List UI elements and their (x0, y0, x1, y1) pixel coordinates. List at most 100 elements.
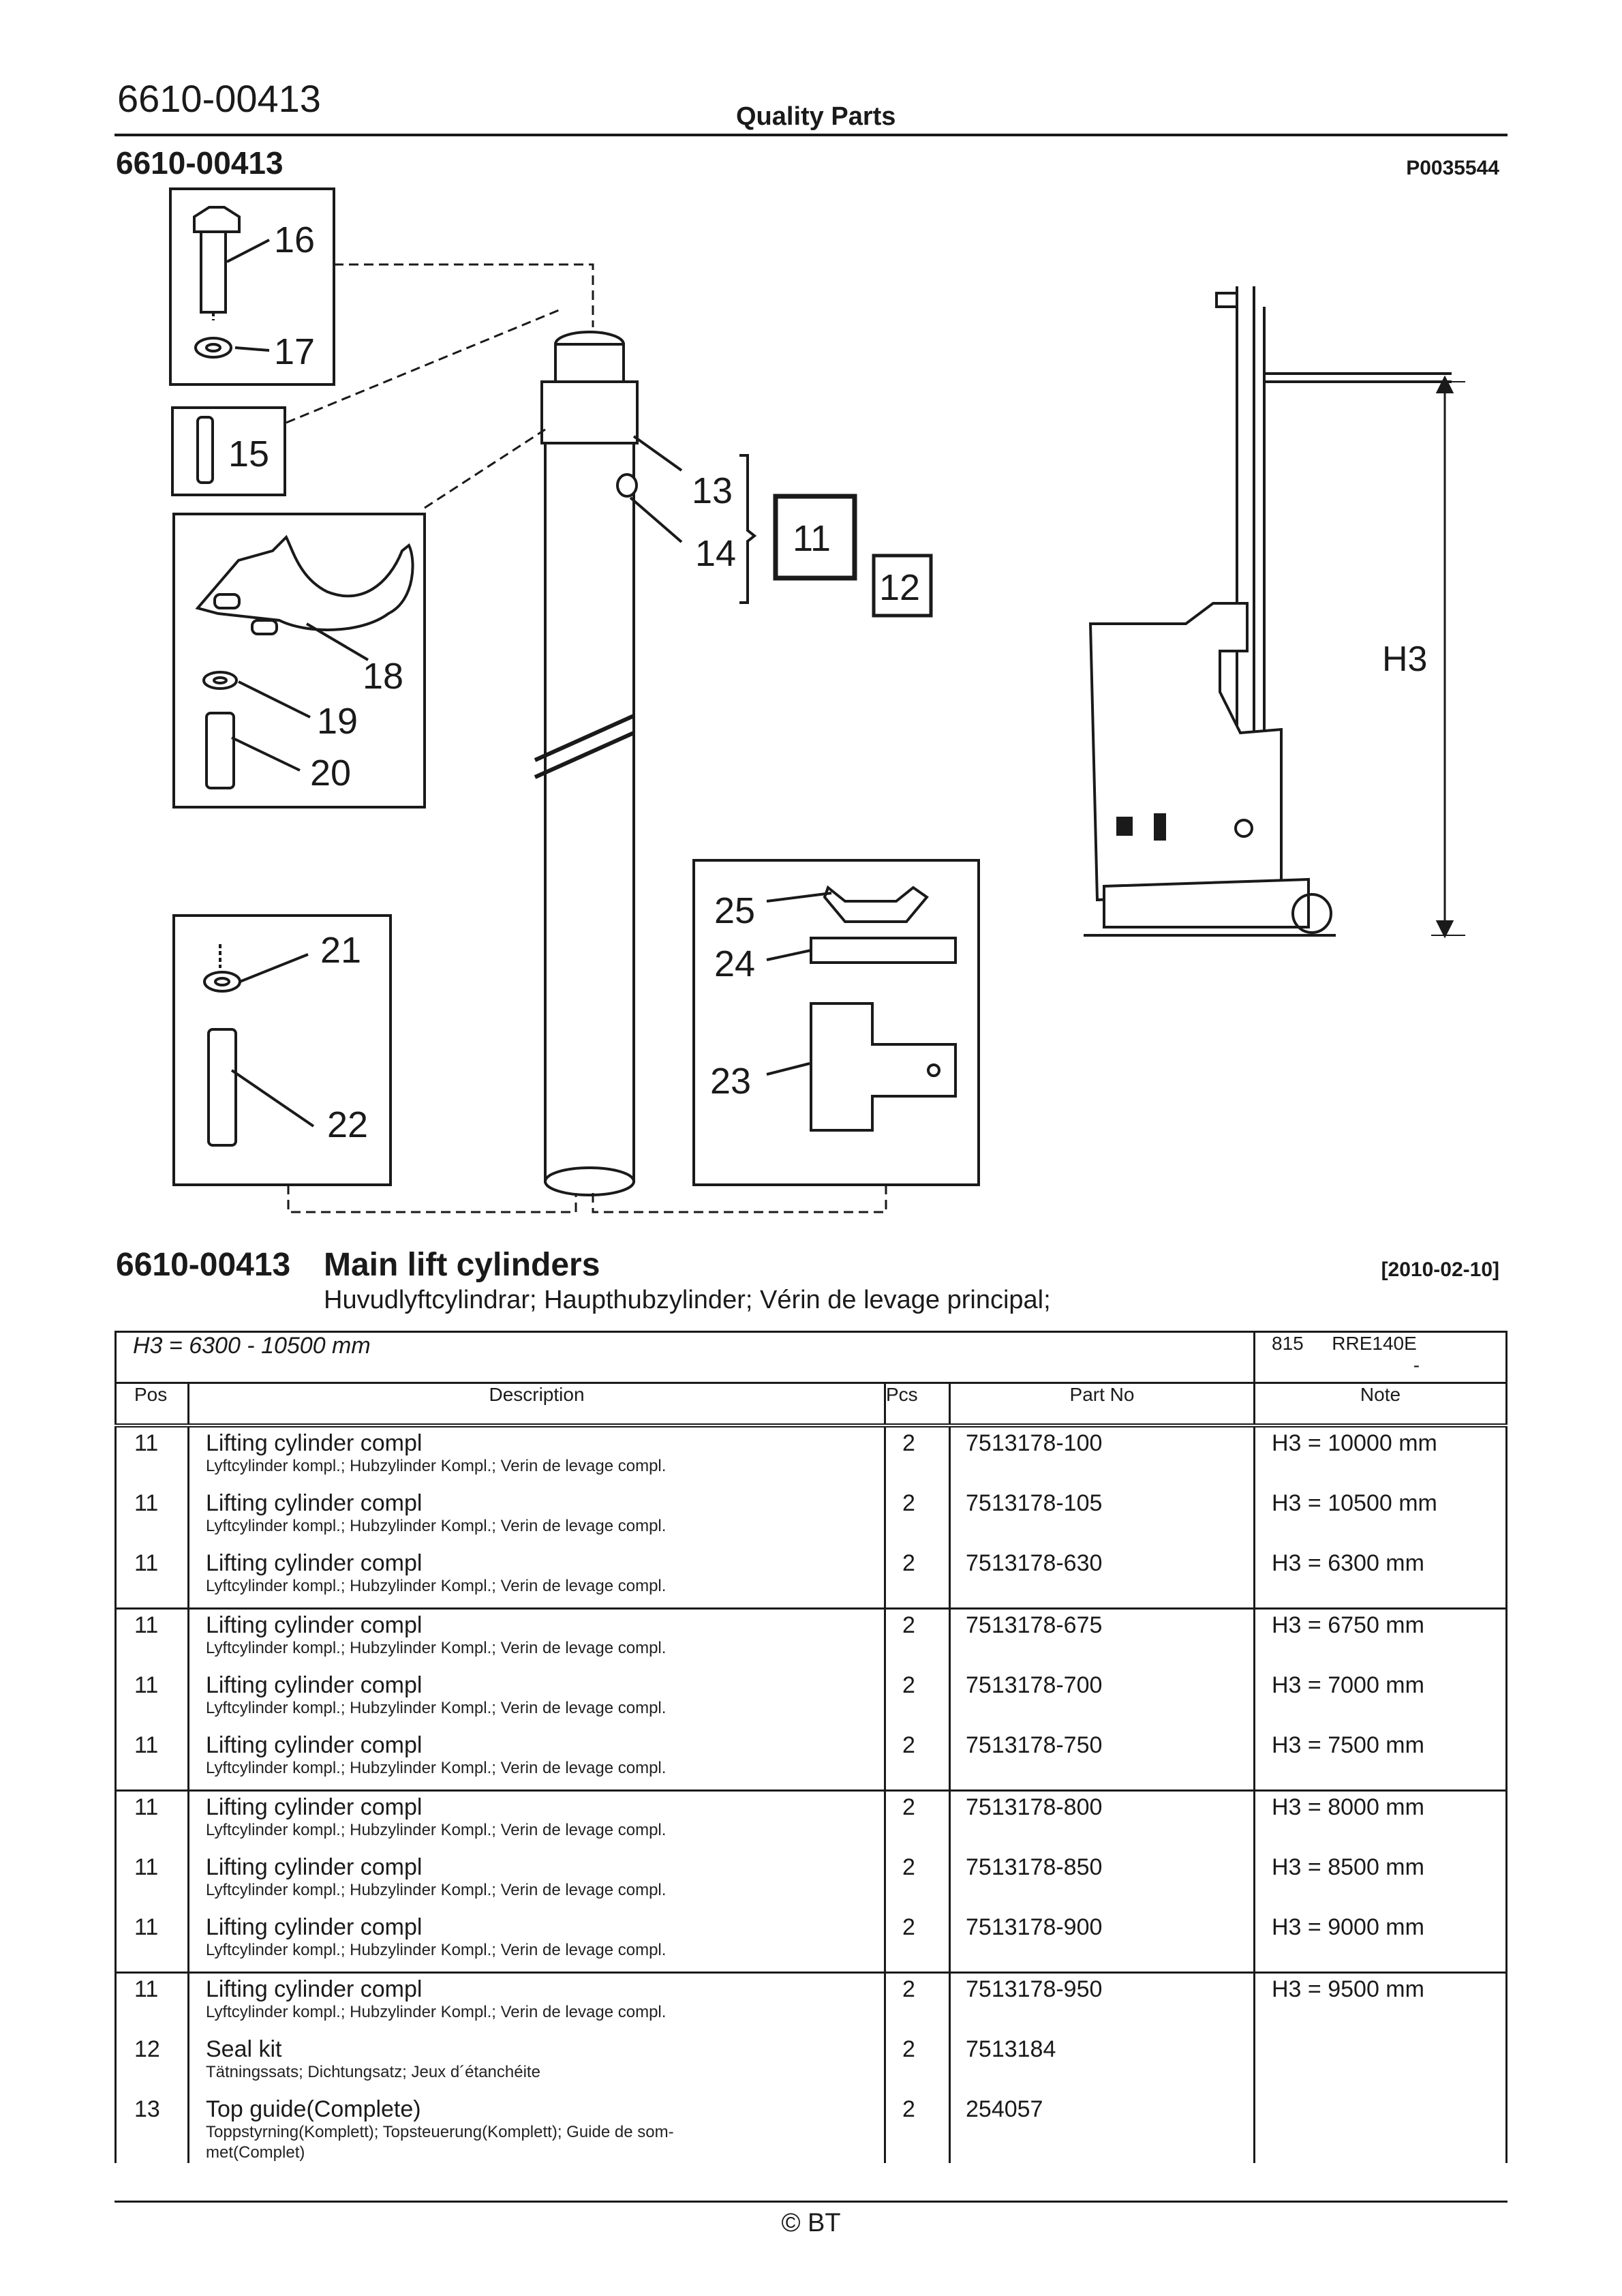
note-value: H3 = 10000 mm (1272, 1430, 1437, 1456)
description-value: Lifting cylinder compl (206, 1732, 423, 1758)
item-12-box (872, 554, 933, 618)
note-value: H3 = 9000 mm (1272, 1914, 1424, 1940)
pcs-value: 2 (902, 1976, 915, 2002)
part-number: 7513178-950 (966, 1976, 1103, 2002)
document-code: 6610-00413 (117, 77, 321, 120)
pcs-value: 2 (902, 2096, 915, 2122)
part-number: 7513178-800 (966, 1794, 1103, 1820)
part-number: 7513178-850 (966, 1854, 1103, 1880)
description-value: Lifting cylinder compl (206, 1914, 423, 1940)
callout-13: 13 (692, 470, 733, 511)
description-translation: Lyftcylinder kompl.; Hubzylinder Kompl.;… (206, 1577, 667, 1595)
callout-17: 17 (274, 331, 315, 372)
description-translation: Lyftcylinder kompl.; Hubzylinder Kompl.;… (206, 1639, 667, 1657)
pos-value: 11 (134, 1430, 159, 1456)
part-number: 7513178-750 (966, 1732, 1103, 1758)
company-label: Quality Parts (736, 102, 896, 131)
description-translation: Lyftcylinder kompl.; Hubzylinder Kompl.;… (206, 1517, 667, 1535)
callout-15: 15 (228, 434, 269, 474)
callout-24: 24 (714, 943, 755, 984)
pcs-value: 2 (902, 1854, 915, 1880)
description-value: Lifting cylinder compl (206, 1672, 423, 1698)
section-translations: Huvudlyftcylindrar; Haupthubzylinder; Vé… (324, 1286, 1051, 1314)
detail-box-bolt (169, 187, 335, 386)
description-translation: Lyftcylinder kompl.; Hubzylinder Kompl.;… (206, 1699, 667, 1717)
model-name: RRE140E (1332, 1333, 1417, 1354)
part-number: 7513178-900 (966, 1914, 1103, 1940)
item-11-box (773, 494, 857, 581)
model-note: - (1413, 1355, 1420, 1376)
description-value: Lifting cylinder compl (206, 1490, 423, 1516)
description-value: Lifting cylinder compl (206, 1612, 423, 1638)
note-value: H3 = 8500 mm (1272, 1854, 1424, 1880)
footer-rule (114, 2201, 1508, 2203)
part-number: 7513178-105 (966, 1490, 1103, 1516)
part-number: 7513184 (966, 2036, 1056, 2062)
detail-box-screw (172, 914, 392, 1186)
exploded-parts-drawing: 16 17 15 13 14 11 12 18 19 20 21 22 25 2… (169, 187, 1465, 1213)
col-part-no: Part No (949, 1383, 1255, 1428)
column-header-row: Pos Description Pcs Part No Note (114, 1383, 1508, 1428)
pos-value: 11 (134, 1490, 159, 1516)
description-translation: Lyftcylinder kompl.; Hubzylinder Kompl.;… (206, 1759, 667, 1777)
pos-value: 11 (134, 1672, 159, 1698)
part-number: 7513178-675 (966, 1612, 1103, 1638)
pos-value: 11 (134, 1794, 159, 1820)
description-translation: Lyftcylinder kompl.; Hubzylinder Kompl.;… (206, 1941, 667, 1959)
pcs-value: 2 (902, 1672, 915, 1698)
pos-value: 11 (134, 1914, 159, 1940)
pos-value: 11 (134, 1550, 159, 1576)
callout-19: 19 (317, 701, 358, 742)
callout-20: 20 (310, 753, 351, 794)
col-note: Note (1253, 1383, 1508, 1428)
description-translation: Tätningssats; Dichtungsatz; Jeux d´étanc… (206, 2063, 540, 2081)
condition-row: H3 = 6300 - 10500 mm 815 RRE140E - (114, 1331, 1508, 1384)
detail-box-plates (692, 859, 980, 1186)
pcs-value: 2 (902, 2036, 915, 2062)
pos-value: 11 (134, 1612, 159, 1638)
description-value: Lifting cylinder compl (206, 1550, 423, 1576)
callout-25: 25 (714, 890, 755, 931)
model-cell: 815 RRE140E - (1253, 1331, 1508, 1384)
pos-value: 12 (134, 2036, 160, 2062)
callout-14: 14 (695, 533, 736, 574)
description-translation: Lyftcylinder kompl.; Hubzylinder Kompl.;… (206, 1457, 667, 1475)
pcs-value: 2 (902, 1550, 915, 1576)
reach-truck-outline (1084, 286, 1465, 939)
col-pos: Pos (114, 1383, 189, 1428)
note-value: H3 = 7000 mm (1272, 1672, 1424, 1698)
part-number: 7513178-700 (966, 1672, 1103, 1698)
header-rule (114, 134, 1508, 136)
pcs-value: 2 (902, 1612, 915, 1638)
pcs-value: 2 (902, 1914, 915, 1940)
description-translation: Toppstyrning(Komplett); Topsteuerung(Kom… (206, 2123, 674, 2162)
pcs-value: 2 (902, 1490, 915, 1516)
section-title: Main lift cylinders (324, 1247, 600, 1283)
note-value: H3 = 6300 mm (1272, 1550, 1424, 1576)
description-translation: Lyftcylinder kompl.; Hubzylinder Kompl.;… (206, 1881, 667, 1899)
description-value: Lifting cylinder compl (206, 1794, 423, 1820)
pcs-value: 2 (902, 1430, 915, 1456)
note-value: H3 = 6750 mm (1272, 1612, 1424, 1638)
col-description: Description (187, 1383, 886, 1428)
callout-18: 18 (363, 656, 403, 697)
description-value: Seal kit (206, 2036, 282, 2062)
figure-code: 6610-00413 (116, 145, 284, 181)
note-value (1272, 2034, 1505, 2036)
description-value: Top guide(Complete) (206, 2096, 421, 2122)
section-code: 6610-00413 (116, 1247, 291, 1283)
note-value: H3 = 9500 mm (1272, 1976, 1424, 2002)
model-code: 815 (1272, 1333, 1304, 1354)
part-number: 7513178-630 (966, 1550, 1103, 1576)
detail-box-pin (171, 406, 286, 496)
note-value (1272, 2094, 1505, 2096)
